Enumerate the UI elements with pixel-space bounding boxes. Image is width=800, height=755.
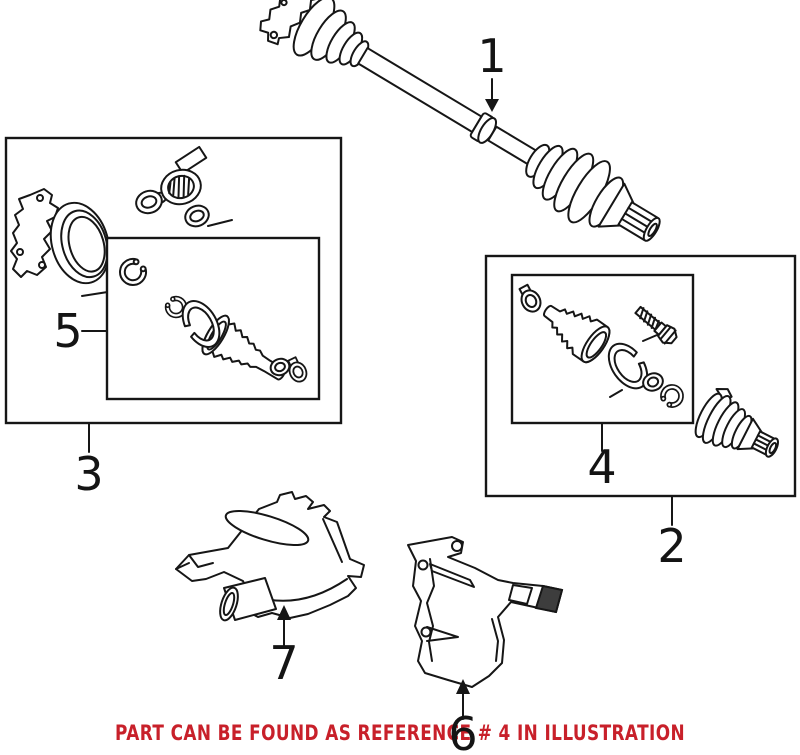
heat-shield-right-illustration xyxy=(407,536,564,688)
outer-joint-kit-box xyxy=(484,254,797,498)
callout-1-label: 1 xyxy=(477,29,506,83)
callout-7: 7 xyxy=(269,605,299,690)
bolt xyxy=(634,305,678,345)
callout-2: 2 xyxy=(657,496,687,573)
callout-7-arrowhead xyxy=(277,605,291,620)
callout-3-label: 3 xyxy=(74,447,103,501)
callout-4-label: 4 xyxy=(587,440,616,494)
inner-joint-kit-box xyxy=(4,136,343,425)
callout-7-label: 7 xyxy=(269,636,298,690)
cv-boot xyxy=(543,304,611,364)
callout-1-arrowhead xyxy=(485,99,499,112)
callout-6-arrowhead xyxy=(456,679,470,694)
callout-5: 5 xyxy=(53,304,108,358)
callout-4: 4 xyxy=(587,423,617,494)
callout-6: 6 xyxy=(448,679,478,755)
axle-shaft-bar xyxy=(357,47,483,133)
callout-5-label: 5 xyxy=(53,304,82,358)
callout-6-label: 6 xyxy=(448,707,477,755)
inner-flange xyxy=(259,0,322,46)
callout-1: 1 xyxy=(477,29,507,112)
outer-joint-boot-rings xyxy=(525,143,625,228)
callout-3: 3 xyxy=(74,423,104,501)
inner-joint-housing xyxy=(10,188,233,297)
heat-shield-left-illustration xyxy=(175,491,365,622)
tripod-joint-parts xyxy=(135,145,210,228)
axle-shaft-assembly-illustration xyxy=(259,0,661,242)
callout-2-label: 2 xyxy=(657,519,686,573)
outer-cv-joint xyxy=(694,388,779,458)
inner-boot-kit-box xyxy=(105,236,321,401)
washer xyxy=(642,372,664,392)
reference-note: PART CAN BE FOUND AS REFERENCE # 4 IN IL… xyxy=(115,721,685,745)
inner-joint-boot-rings xyxy=(292,0,370,68)
